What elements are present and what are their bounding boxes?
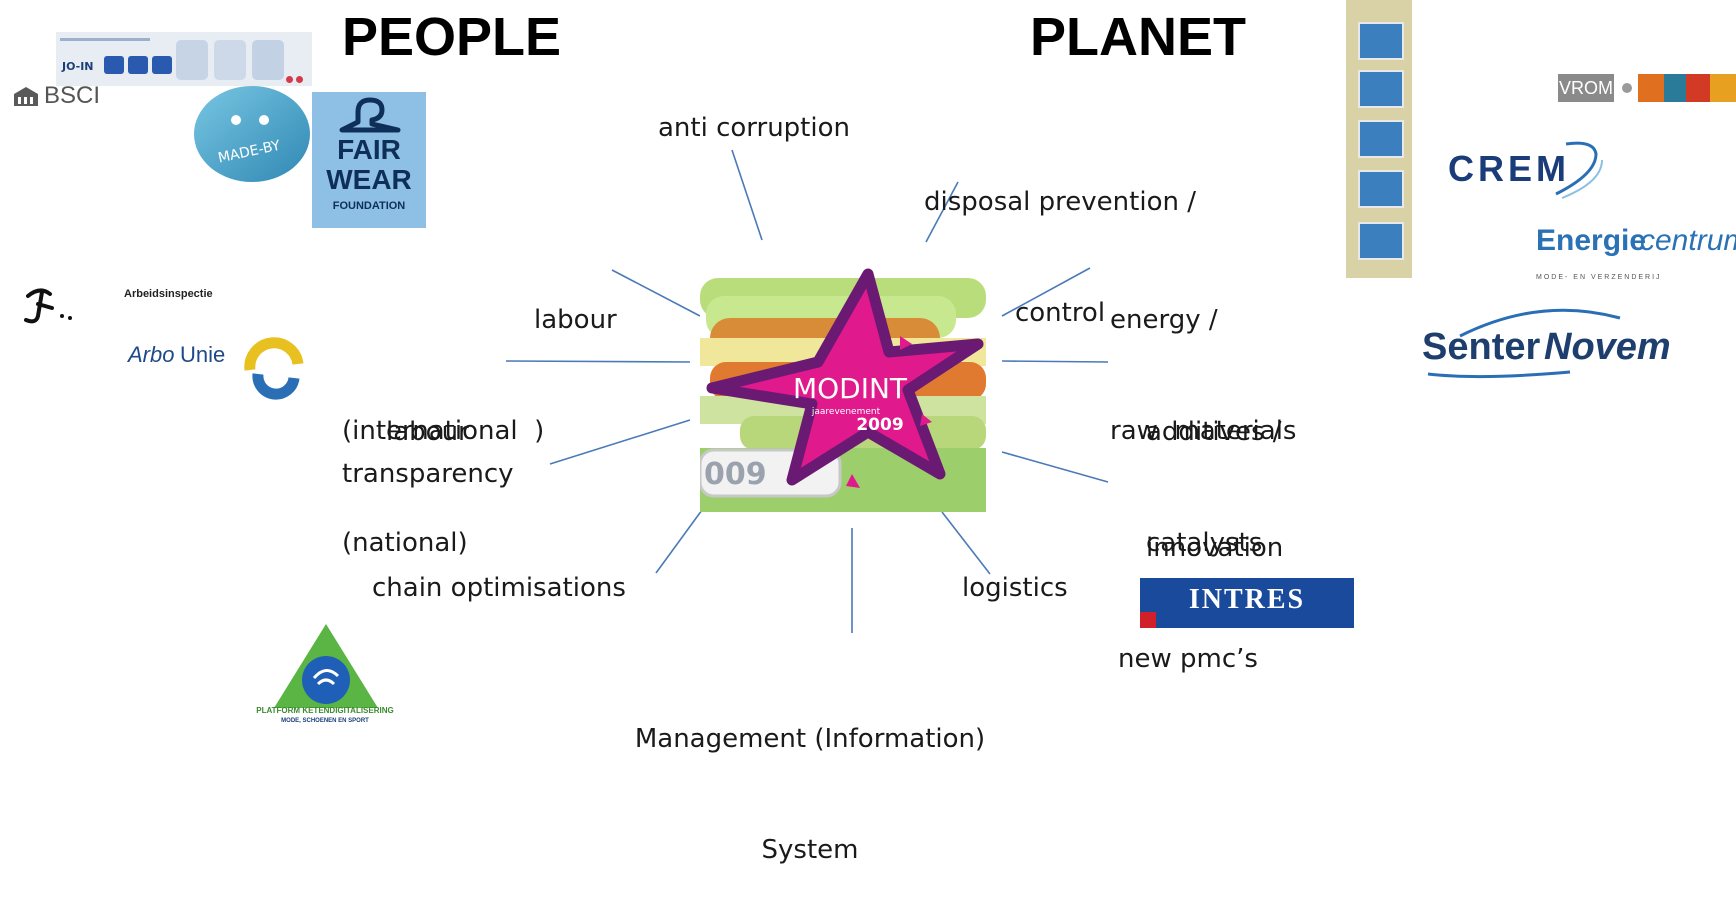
- planet-heading: PLANET: [1030, 7, 1246, 67]
- star-sparkle: [900, 336, 912, 350]
- arbo-text: Arbo: [128, 342, 175, 367]
- platform-ketendigitalisering-logo: PLATFORM KETENDIGITALISERING MODE, SCHOE…: [236, 618, 414, 731]
- modint-center-image: 009 MODINT jaarevenement 2009: [700, 266, 986, 512]
- topic-innovation-line1: innovation: [1146, 533, 1284, 563]
- bsci-icon: [14, 87, 38, 106]
- topic-energy: energy / raw materials: [1110, 228, 1296, 487]
- topic-chain: chain optimisations: [372, 573, 626, 603]
- unie-text: Unie: [180, 342, 226, 367]
- topic-innovation: innovation new pmc’s: [1118, 456, 1283, 715]
- energie-text: Energie: [1536, 224, 1647, 257]
- novem-text: Novem: [1544, 326, 1671, 368]
- topic-labour-international-line1: labour: [534, 305, 617, 335]
- arbeidsinspectie-logo: Arbeidsinspectie: [20, 282, 240, 328]
- line-labour-national: [505, 360, 691, 363]
- fairwear-logo: FAIR WEAR FOUNDATION: [312, 92, 426, 228]
- intres-text: INTRES: [1188, 584, 1306, 615]
- modint-sub-text: jaarevenement: [811, 407, 881, 417]
- fairwear-line2: WEAR: [326, 164, 412, 195]
- madeby-logo: MADE-BY: [190, 84, 312, 184]
- modint-brand-text: MODINT: [793, 372, 908, 405]
- pictogram-globe-icon: [1358, 170, 1404, 208]
- senternovem-logo: Senter Novem: [1420, 296, 1700, 386]
- arbo-unie-swirl-icon: [244, 337, 304, 400]
- fairwear-line3: FOUNDATION: [332, 200, 406, 212]
- topic-labour-international-line2: (international ): [342, 416, 545, 446]
- crem-logo: CREM: [1446, 134, 1610, 210]
- topic-transparency: transparency: [342, 459, 514, 489]
- hanger-icon: [339, 97, 401, 133]
- topic-innovation-line2: new pmc’s: [1118, 644, 1258, 674]
- line-transparency: [549, 419, 691, 465]
- joinin-logo: JO-IN: [56, 32, 312, 86]
- topic-additives: additives / catalysts: [1146, 340, 1282, 599]
- energiecentrum-subtext: MODE- EN VERZENDERIJ: [1536, 274, 1662, 281]
- modint-artwork: 009 MODINT jaarevenement 2009: [700, 266, 986, 512]
- banner-year-text: 009: [704, 457, 767, 492]
- platform-line2: MODE, SCHOENEN EN SPORT: [281, 718, 369, 724]
- topic-labour-national: labour (national): [342, 340, 469, 599]
- topic-additives-line1: additives /: [1146, 417, 1282, 447]
- line-additives: [1001, 360, 1109, 363]
- vrom-logo: VROM: [1558, 74, 1736, 104]
- topic-energy-line2: raw materials: [1110, 416, 1297, 446]
- energiecentrum-logo: Energie centrum MODE- EN VERZENDERIJ: [1534, 212, 1736, 292]
- line-innovation: [1001, 451, 1109, 483]
- senternovem-arc-icon: [1427, 308, 1621, 379]
- topic-logistics: logistics: [962, 573, 1068, 603]
- joinin-logo-text: JO-IN: [62, 60, 94, 73]
- senter-text: Senter: [1422, 326, 1541, 368]
- vertical-pictogram-strip: [1346, 0, 1412, 278]
- bsci-logo: BSCI: [10, 80, 130, 120]
- line-logistics: [941, 511, 991, 575]
- modint-year-text: 2009: [856, 415, 903, 435]
- arbo-unie-logo: Arbo Unie: [124, 334, 320, 404]
- crem-text: CREM: [1448, 148, 1570, 189]
- line-labour-international: [611, 269, 701, 317]
- people-heading: PEOPLE: [342, 7, 562, 67]
- line-energy: [1001, 267, 1091, 317]
- topic-additives-line2: catalysts: [1146, 528, 1263, 558]
- topic-disposal-line1: disposal prevention /: [924, 187, 1196, 217]
- topic-disposal: disposal prevention / control: [900, 110, 1220, 369]
- arbeidsinspectie-figure-icon: [24, 288, 72, 324]
- topic-energy-line1: energy /: [1110, 305, 1218, 335]
- platform-triangle-icon: [274, 624, 378, 708]
- arbeidsinspectie-text: Arbeidsinspectie: [124, 288, 213, 300]
- connector-lines: [505, 149, 1109, 633]
- line-chain: [655, 509, 703, 574]
- star-sparkle: [846, 474, 860, 488]
- line-disposal: [925, 181, 959, 243]
- line-anti-corruption: [731, 149, 763, 241]
- pictogram-alert-icon: [1358, 222, 1404, 260]
- topic-mis-line2: System: [761, 835, 859, 865]
- pictogram-recycle-icon: [1358, 70, 1404, 108]
- intres-logo: INTRES: [1140, 578, 1354, 628]
- topic-anti-corruption: anti corruption: [657, 113, 850, 143]
- topic-labour-national-line2: (national): [342, 528, 468, 558]
- star-shape: [706, 268, 984, 486]
- madeby-button: MADE-BY: [194, 86, 310, 182]
- vrom-text: VROM: [1558, 74, 1614, 102]
- star-sparkle: [920, 414, 932, 426]
- topic-mis: Management (Information) System: [610, 647, 1010, 906]
- topic-disposal-line2: control: [1014, 298, 1106, 328]
- platform-line1: PLATFORM KETENDIGITALISERING: [256, 706, 394, 715]
- topic-labour-national-line1: labour: [386, 417, 469, 447]
- fairwear-line1: FAIR: [337, 134, 401, 165]
- bsci-logo-text: BSCI: [44, 82, 101, 109]
- pictogram-truck-icon: [1358, 120, 1404, 158]
- pictogram-mountain-icon: [1358, 22, 1404, 60]
- centrum-text: centrum: [1640, 224, 1736, 257]
- topic-labour-international: labour (international ): [342, 228, 617, 487]
- topic-mis-line1: Management (Information): [634, 724, 986, 754]
- crem-swoosh-icon: [1555, 141, 1603, 199]
